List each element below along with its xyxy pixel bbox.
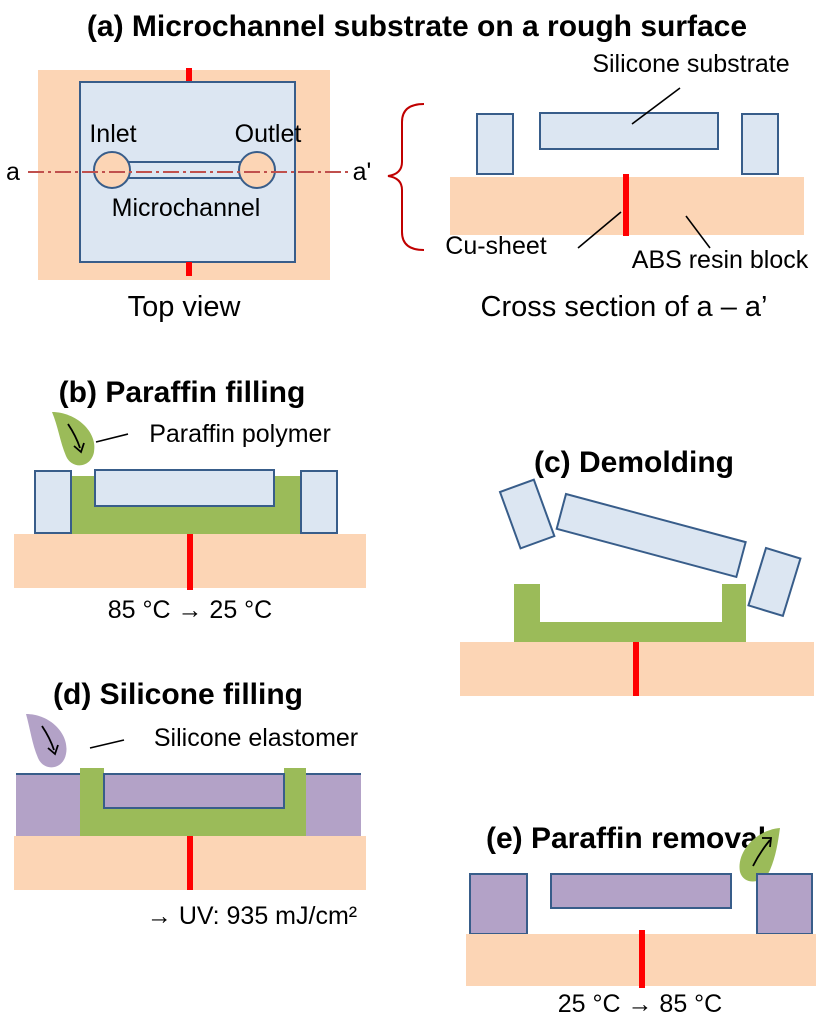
microchannel — [124, 161, 252, 179]
panel-e-title: (e) Paraffin removal — [486, 822, 766, 855]
inlet-port — [93, 151, 131, 189]
silicone-center-b — [94, 469, 275, 507]
uv-label: → UV: 935 mJ/cm² — [147, 902, 357, 930]
silicone-left-block-c — [498, 478, 556, 550]
label-silicone-substrate: Silicone substrate — [592, 50, 789, 78]
leader-paraffin-polymer — [95, 433, 129, 443]
silicone-elastomer-left-d — [16, 774, 80, 836]
panel-c-title: (c) Demolding — [534, 446, 734, 479]
silicone-substrate-d — [103, 773, 285, 809]
silicone-right-block-b — [300, 470, 338, 534]
label-paraffin-polymer: Paraffin polymer — [149, 420, 331, 448]
silicone-substrate-center — [539, 112, 719, 150]
panel-d: (d) Silicone filling Silicone elastomer … — [14, 678, 366, 930]
temperature-b: 85 °C → 25 °C — [108, 596, 273, 624]
leader-silicone-substrate — [631, 87, 681, 125]
label-microchannel: Microchannel — [112, 194, 261, 222]
panel-b-title: (b) Paraffin filling — [59, 376, 306, 409]
silicone-substrate-left-block — [476, 113, 514, 175]
paraffin-removal-arrowhead — [762, 837, 773, 848]
silicone-elastomer-right-d — [305, 774, 361, 836]
paraffin-drop-arrow — [67, 423, 81, 449]
panel-a: (a) Microchannel substrate on a rough su… — [6, 10, 809, 323]
silicone-left-block-b — [34, 470, 72, 534]
paraffin-drop-icon — [52, 412, 95, 466]
label-inlet: Inlet — [89, 120, 136, 148]
leader-abs-resin — [685, 215, 711, 249]
panel-d-title: (d) Silicone filling — [53, 678, 303, 711]
paraffin-removal-arrow — [752, 839, 771, 867]
label-outlet: Outlet — [235, 120, 302, 148]
top-view: Inlet Outlet Microchannel a a' Top view — [6, 68, 371, 323]
silicone-elastomer-left-e — [469, 873, 528, 935]
cross-section: Silicone substrate Cu-sheet ABS resin bl… — [445, 50, 808, 323]
silicone-drop-icon — [26, 714, 67, 768]
silicone-center-c — [555, 492, 747, 579]
temperature-e: 25 °C → 85 °C — [558, 990, 723, 1018]
label-cu-sheet: Cu-sheet — [445, 232, 546, 260]
paraffin-mold-c — [514, 584, 746, 646]
panel-b: (b) Paraffin filling Paraffin polymer 85… — [14, 376, 366, 624]
section-bracket — [387, 103, 425, 251]
silicone-drop-arrowhead — [47, 744, 59, 756]
label-abs-resin-block: ABS resin block — [632, 246, 809, 274]
leader-cu-sheet — [577, 211, 622, 249]
panel-a-title: (a) Microchannel substrate on a rough su… — [87, 10, 747, 43]
label-a: a — [6, 158, 20, 186]
label-a-prime: a' — [353, 158, 372, 186]
leader-silicone-elastomer — [89, 739, 125, 749]
silicone-drop-arrow — [41, 725, 55, 751]
paraffin-drop-arrowhead — [73, 442, 85, 454]
silicone-substrate-right-block — [741, 113, 779, 175]
silicone-substrate-e — [550, 873, 732, 909]
panel-c: (c) Demolding — [460, 446, 814, 696]
silicone-right-block-c — [747, 546, 802, 618]
caption-top-view: Top view — [128, 291, 242, 323]
paraffin-mold-d — [80, 768, 306, 836]
label-silicone-elastomer: Silicone elastomer — [154, 724, 358, 752]
silicone-elastomer-right-e — [756, 873, 813, 935]
panel-e: (e) Paraffin removal 25 °C → 85 °C — [466, 822, 816, 1018]
caption-cross-section: Cross section of a – a’ — [481, 291, 768, 323]
outlet-port — [238, 151, 276, 189]
